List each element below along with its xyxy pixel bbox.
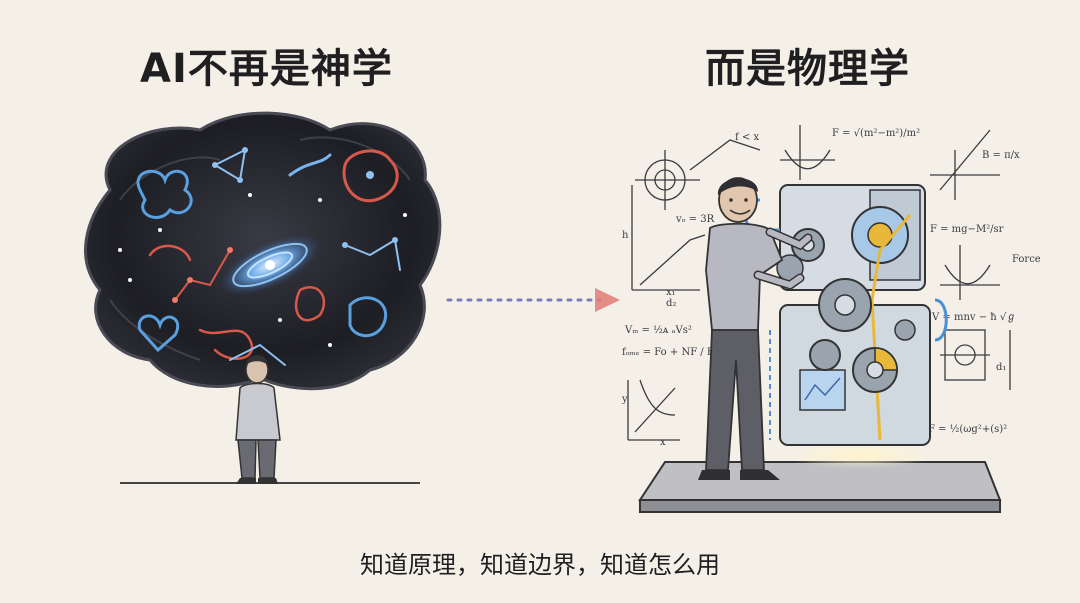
- physics-sketches: [627, 125, 1011, 441]
- formula-labels: F = √(m²−m²)/m² F = mg−M²/sr Force V = m…: [621, 128, 1041, 448]
- formula-f16: B = π/x: [982, 150, 1020, 161]
- formula-f4: V = mnv − ħ √ℊ: [931, 312, 1016, 323]
- formula-f5: F = ½(ωg²+(s)²: [928, 424, 1007, 435]
- formula-f15: d₁: [996, 362, 1006, 373]
- formula-f12: h: [622, 230, 629, 241]
- small-person: [235, 355, 281, 484]
- formula-f14: x: [660, 437, 666, 448]
- formula-f7: fₒₘₑ = Fo + NF / Fp + NE: [622, 347, 751, 358]
- formula-f6: Vₘ = ½ᴀ ₐVs²: [624, 325, 692, 336]
- formula-f1: F = √(m²−m²)/m²: [832, 128, 920, 139]
- formula-f9: f < x: [735, 132, 759, 143]
- formula-f10: d₂: [666, 298, 676, 309]
- title-left: AI不再是神学: [140, 46, 393, 92]
- man-engineer: [698, 177, 813, 480]
- platform: [638, 441, 1002, 513]
- title-right: 而是物理学: [705, 46, 910, 92]
- cosmic-symbols: [118, 147, 407, 366]
- transition-arrow: [446, 288, 620, 312]
- caption: 知道原理，知道边界，知道怎么用: [360, 551, 720, 579]
- formula-f8: vₒ = 3R: [675, 214, 715, 225]
- machine: [743, 184, 948, 446]
- formula-f13: y: [621, 394, 628, 405]
- formula-f11: x₁: [666, 287, 676, 298]
- formula-f2: F = mg−M²/sr: [930, 224, 1004, 235]
- formula-f3: Force: [1012, 254, 1041, 265]
